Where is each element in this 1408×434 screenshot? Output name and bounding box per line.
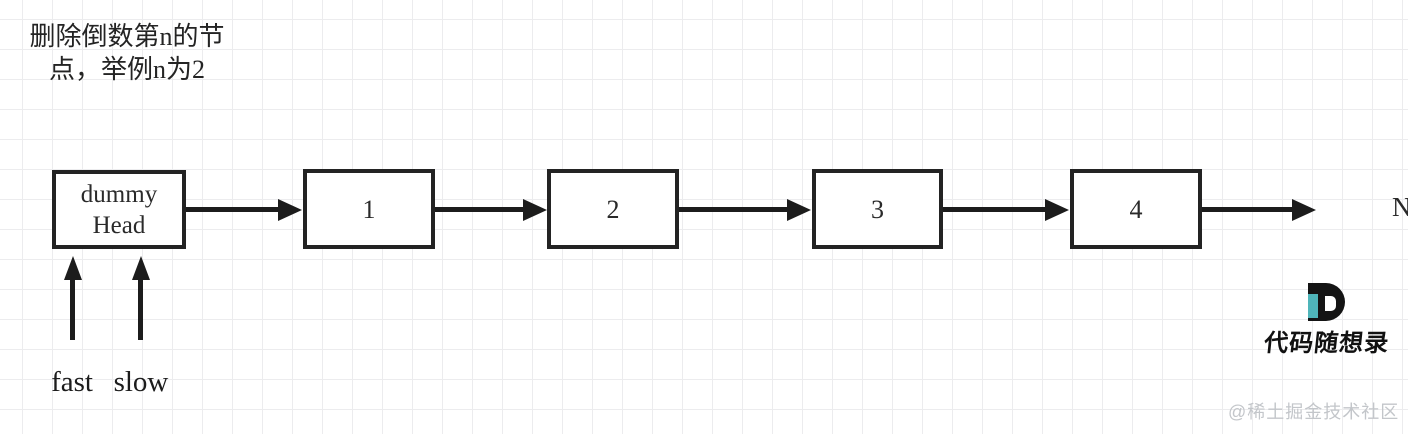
logo-text: 代码随想录: [1262, 331, 1391, 357]
slow-pointer-label: slow: [113, 366, 169, 398]
next-pointer-arrow-1-to-2: [435, 199, 547, 221]
diagram-title-line2: 点，举例n为2: [48, 55, 205, 84]
diagram-title-line1: 删除倒数第n的节: [29, 22, 225, 51]
next-pointer-arrow-4-to-null: [1202, 199, 1316, 221]
node-4: 4: [1070, 169, 1202, 249]
node-3: 3: [812, 169, 943, 249]
node-3-label: 3: [871, 194, 884, 224]
node-dummy-head: dummy Head: [52, 170, 186, 249]
watermark-text: @稀土掘金技术社区: [1228, 402, 1400, 422]
node-4-label: 4: [1129, 194, 1143, 224]
tail-null-label: N: [1392, 192, 1408, 222]
node-dummy-head-label-line1: dummy: [80, 180, 158, 208]
node-1-label: 1: [362, 194, 376, 224]
logo-d-icon: [1308, 283, 1345, 321]
fast-pointer-arrow-icon: [64, 256, 82, 340]
node-2: 2: [547, 169, 679, 249]
diagram-title: 删除倒数第n的节 点，举例n为2: [14, 20, 240, 86]
slow-pointer-arrow-icon: [132, 256, 150, 340]
logo-d-accent: [1308, 294, 1318, 318]
next-pointer-arrow-3-to-4: [943, 199, 1069, 221]
next-pointer-arrow-2-to-3: [679, 199, 811, 221]
node-1: 1: [303, 169, 435, 249]
fast-pointer-label: fast: [51, 366, 93, 398]
next-pointer-arrow-dummy-to-1: [186, 199, 302, 221]
logo-d-hole: [1325, 296, 1336, 311]
node-2-label: 2: [606, 194, 620, 224]
node-dummy-head-label-line2: Head: [92, 211, 146, 239]
